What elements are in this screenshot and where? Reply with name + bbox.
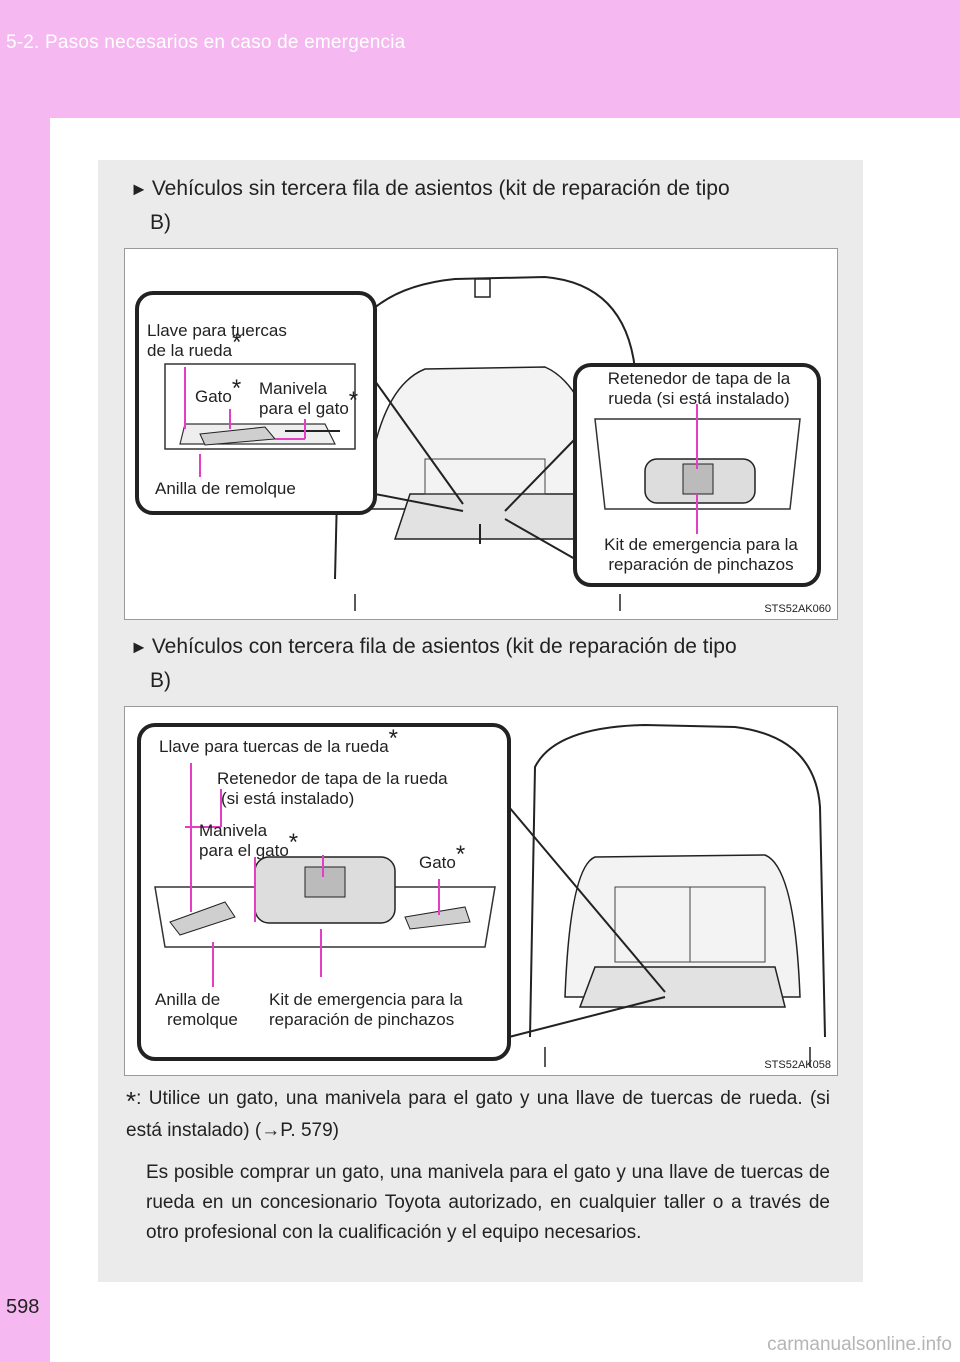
arrow-reference-icon: → xyxy=(261,1120,281,1141)
section2-heading: ►Vehículos con tercera fila de asientos … xyxy=(130,635,737,692)
figure-luggage-third-row: Llave para tuercas de la rueda* Retenedo… xyxy=(124,706,838,1076)
header-band: 5-2. Pasos necesarios en caso de emergen… xyxy=(0,0,960,118)
footnote-paragraph: Es posible comprar un gato, una manivela… xyxy=(146,1162,830,1243)
triangle-bullet-icon: ► xyxy=(130,179,148,199)
side-strip xyxy=(0,118,50,1362)
label-jack: Gato* xyxy=(195,375,242,407)
label-retainer: Retenedor de tapa de la rueda(si está in… xyxy=(217,769,448,808)
label-jack: Gato* xyxy=(419,841,466,873)
footnote: *: Utilice un gato, una manivela para el… xyxy=(126,1086,830,1141)
page-number: 598 xyxy=(6,1296,40,1318)
watermark: carmanualsonline.info xyxy=(767,1334,952,1355)
figure-code: STS52AK060 xyxy=(764,603,831,615)
label-wrench: Llave para tuercas de la rueda* xyxy=(159,725,398,757)
luggage-illustration-1 xyxy=(135,275,821,611)
label-tow-eye: Anilla de remolque xyxy=(155,479,296,498)
figure-code: STS52AK058 xyxy=(764,1059,831,1071)
luggage-illustration-2 xyxy=(137,723,826,1067)
section1-heading: ►Vehículos sin tercera fila de asientos … xyxy=(130,177,730,234)
section-title: 5-2. Pasos necesarios en caso de emergen… xyxy=(6,32,406,53)
page-reference-link[interactable]: P. 579 xyxy=(280,1120,333,1141)
triangle-bullet-icon: ► xyxy=(130,637,148,657)
